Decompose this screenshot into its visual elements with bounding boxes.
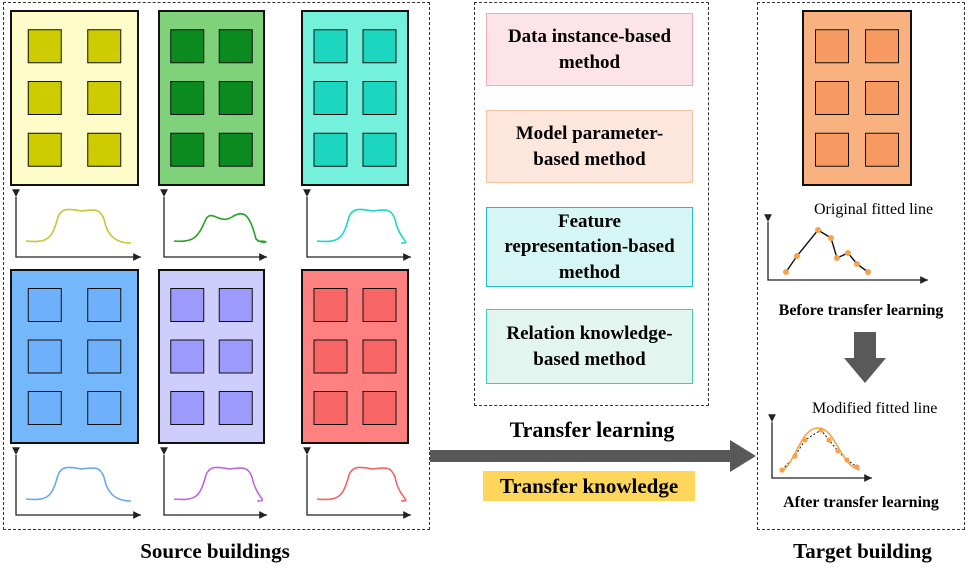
window bbox=[362, 81, 397, 115]
window bbox=[313, 132, 348, 167]
window bbox=[170, 391, 205, 425]
source-buildings-panel bbox=[3, 2, 430, 530]
window bbox=[27, 288, 62, 322]
method-label: Relation knowledge-based method bbox=[506, 322, 673, 370]
methods-panel bbox=[474, 2, 709, 406]
window bbox=[218, 339, 253, 374]
method-label: Model parameter-based method bbox=[515, 122, 664, 170]
after-plot-axes bbox=[768, 414, 872, 482]
data-point bbox=[854, 464, 860, 470]
window bbox=[87, 81, 122, 115]
window bbox=[218, 132, 253, 167]
window bbox=[362, 29, 397, 64]
window bbox=[815, 81, 849, 115]
data-point bbox=[834, 255, 840, 261]
load-curve bbox=[316, 466, 407, 502]
method-data-instance-based: Data instance-based method bbox=[486, 13, 693, 86]
load-curve bbox=[25, 208, 132, 244]
window bbox=[87, 132, 122, 167]
data-point bbox=[844, 457, 850, 463]
window bbox=[170, 339, 205, 374]
after-transfer-learning-label: After transfer learning bbox=[783, 494, 939, 511]
method-relation-knowledge-based: Relation knowledge-based method bbox=[486, 309, 693, 384]
window bbox=[27, 339, 62, 374]
dashed-original-line bbox=[781, 429, 858, 471]
source-curve-axes bbox=[160, 447, 267, 519]
window bbox=[87, 288, 122, 322]
source-curve-axes bbox=[12, 447, 141, 519]
window bbox=[362, 288, 397, 322]
load-curve bbox=[173, 212, 267, 244]
window bbox=[170, 29, 205, 64]
method-feature-representation-based: Feature representation-based method bbox=[486, 207, 693, 287]
target-building-panel bbox=[757, 2, 965, 530]
window bbox=[27, 29, 62, 64]
window bbox=[218, 391, 253, 425]
data-point bbox=[854, 261, 860, 267]
load-curve bbox=[173, 466, 264, 502]
window bbox=[27, 81, 62, 115]
window bbox=[170, 132, 205, 167]
source-curve-axes bbox=[160, 189, 267, 261]
data-point bbox=[835, 448, 841, 454]
data-point bbox=[792, 453, 798, 459]
window bbox=[362, 132, 397, 167]
window bbox=[313, 29, 348, 64]
window bbox=[87, 339, 122, 374]
window bbox=[865, 132, 899, 167]
window bbox=[865, 29, 899, 64]
window bbox=[27, 132, 62, 167]
data-point bbox=[818, 427, 824, 433]
modified-fitted-line bbox=[779, 427, 861, 473]
window bbox=[313, 339, 348, 374]
window bbox=[27, 391, 62, 425]
window bbox=[313, 81, 348, 115]
window bbox=[362, 391, 397, 425]
load-curve bbox=[25, 466, 132, 502]
source-curve-axes bbox=[12, 189, 141, 261]
original-fitted-line-label: Original fitted line bbox=[814, 201, 934, 218]
window bbox=[313, 288, 348, 322]
source-buildings-label: Source buildings bbox=[140, 539, 290, 563]
before-transfer-learning-label: Before transfer learning bbox=[778, 302, 944, 319]
source-curve-axes bbox=[303, 189, 411, 261]
method-model-parameter-based: Model parameter-based method bbox=[486, 110, 693, 183]
down-arrow-icon bbox=[844, 332, 886, 383]
window bbox=[815, 132, 849, 167]
data-point bbox=[783, 269, 789, 275]
window bbox=[170, 288, 205, 322]
data-point bbox=[828, 235, 834, 241]
window bbox=[218, 288, 253, 322]
load-curve bbox=[316, 208, 407, 244]
data-point bbox=[794, 253, 800, 259]
data-point bbox=[865, 269, 871, 275]
method-label: Data instance-based method bbox=[507, 25, 672, 73]
source-curve-axes bbox=[303, 447, 411, 519]
modified-fitted-line-label: Modified fitted line bbox=[812, 400, 938, 417]
data-point bbox=[779, 467, 785, 473]
window bbox=[218, 81, 253, 115]
transfer-arrow-icon bbox=[430, 440, 756, 472]
target-building-label: Target building bbox=[793, 539, 932, 563]
data-point bbox=[802, 437, 808, 443]
window bbox=[313, 391, 348, 425]
window bbox=[865, 81, 899, 115]
data-point bbox=[815, 227, 821, 233]
window bbox=[170, 81, 205, 115]
before-plot-axes bbox=[764, 214, 928, 284]
window bbox=[87, 29, 122, 64]
window bbox=[815, 29, 849, 64]
data-point bbox=[845, 250, 851, 256]
transfer-learning-label: Transfer learning bbox=[509, 417, 675, 442]
data-point bbox=[826, 437, 832, 443]
window bbox=[218, 29, 253, 64]
window bbox=[87, 391, 122, 425]
method-label: Feature representation-based method bbox=[504, 210, 675, 283]
window bbox=[362, 339, 397, 374]
transfer-knowledge-label: Transfer knowledge bbox=[483, 471, 695, 501]
